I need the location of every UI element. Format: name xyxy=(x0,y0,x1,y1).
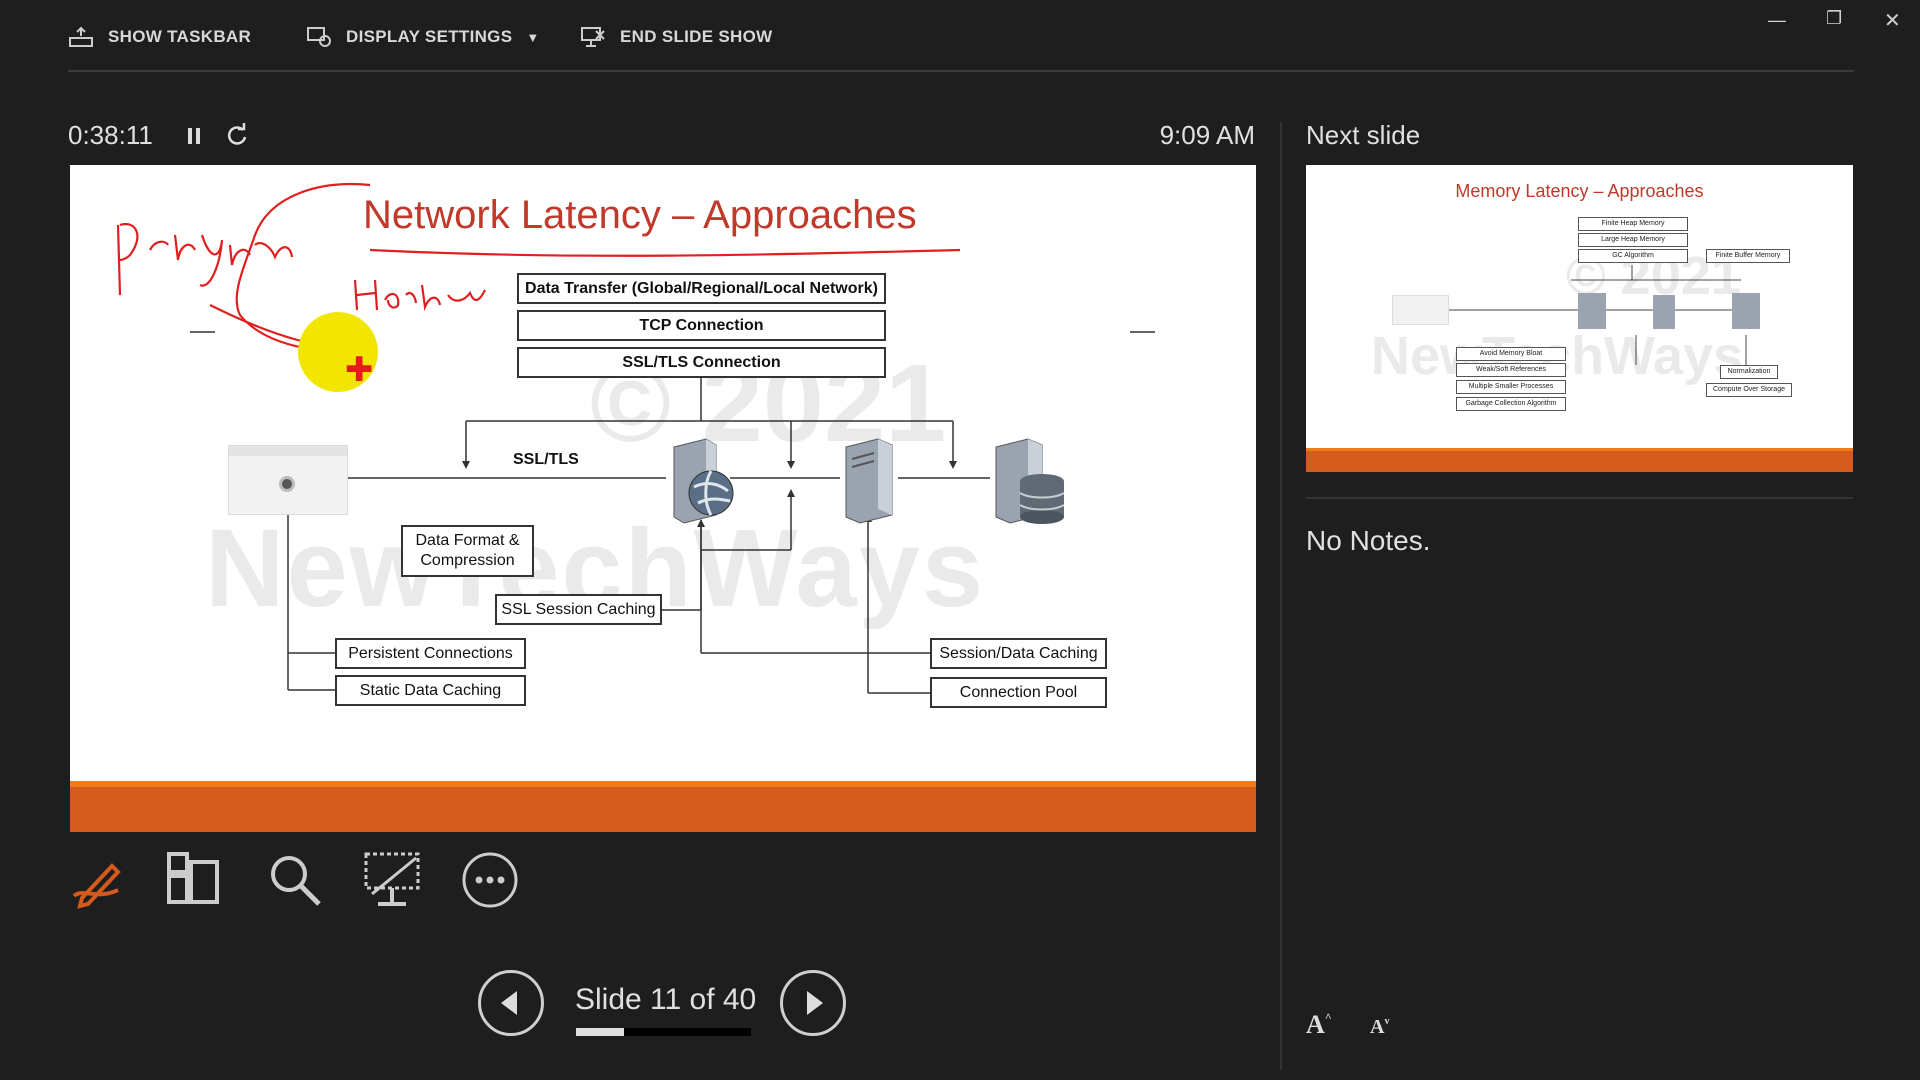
next-slide-button[interactable] xyxy=(780,970,846,1036)
previous-slide-button[interactable] xyxy=(478,970,544,1036)
show-taskbar-label: SHOW TASKBAR xyxy=(108,27,252,46)
next-box-gc-algorithm: GC Algorithm xyxy=(1578,249,1688,263)
pane-divider xyxy=(1280,122,1282,1070)
browser-client-image xyxy=(228,445,348,515)
ssl-tls-connection-box: SSL/TLS Connection xyxy=(517,347,886,378)
next-box-compute-over-storage: Compute Over Storage xyxy=(1706,383,1792,397)
slides-grid-icon xyxy=(167,852,219,904)
display-settings-button[interactable]: DISPLAY SETTINGS ▼ xyxy=(306,26,540,48)
slide-progress-track xyxy=(576,1028,751,1036)
show-taskbar-button[interactable]: SHOW TASKBAR xyxy=(68,26,251,48)
chevron-down-icon: ▼ xyxy=(526,29,540,45)
display-settings-label: DISPLAY SETTINGS xyxy=(346,27,513,46)
taskbar-icon xyxy=(69,26,93,47)
pen-icon xyxy=(72,863,121,909)
app-server-icon xyxy=(845,438,893,524)
restart-timer-button[interactable] xyxy=(222,121,252,151)
slide-title: Network Latency – Approaches xyxy=(363,193,917,237)
font-smaller-icon[interactable]: Av xyxy=(1370,1016,1390,1038)
cursor-cross-icon: ✚ xyxy=(345,351,374,389)
next-orange-bar xyxy=(1306,451,1853,472)
web-server-icon xyxy=(673,438,734,524)
see-all-slides-button[interactable] xyxy=(165,850,225,910)
pause-button[interactable] xyxy=(180,122,210,152)
next-slide-title: Memory Latency – Approaches xyxy=(1455,181,1704,201)
ssl-tls-label: SSL/TLS xyxy=(513,451,579,468)
close-button[interactable]: ✕ xyxy=(1884,10,1901,32)
more-icon xyxy=(462,852,518,908)
minimize-button[interactable]: — xyxy=(1768,10,1786,30)
elapsed-timer: 0:38:11 xyxy=(68,120,153,150)
clock: 9:09 AM xyxy=(1159,120,1255,150)
current-slide[interactable]: © 2021 NewTechWays Network Latency – App… xyxy=(70,165,1256,832)
display-settings-icon xyxy=(307,27,331,47)
next-browser-image xyxy=(1392,295,1449,325)
diagram-connectors xyxy=(116,183,1155,694)
end-slide-show-label: END SLIDE SHOW xyxy=(620,27,773,46)
restore-button[interactable]: ❐ xyxy=(1826,8,1843,28)
tcp-connection-box: TCP Connection xyxy=(517,310,886,341)
end-slide-show-button[interactable]: END SLIDE SHOW xyxy=(580,26,773,48)
next-box-finite-heap: Finite Heap Memory xyxy=(1578,217,1688,231)
next-box-gc-algo: Garbage Collection Algorithm xyxy=(1456,397,1566,411)
data-transfer-box: Data Transfer (Global/Regional/Local Net… xyxy=(517,273,886,304)
slide-orange-bar xyxy=(70,787,1256,832)
data-format-box: Data Format & Compression xyxy=(401,525,534,577)
slide-progress-fill xyxy=(576,1028,624,1036)
end-show-icon xyxy=(581,27,605,47)
pause-icon xyxy=(188,128,200,144)
next-slide-preview[interactable]: © 2021 NewTechWays Memory Latency – Appr… xyxy=(1306,165,1853,472)
slide-orange-line xyxy=(70,781,1256,787)
persistent-connections-box: Persistent Connections xyxy=(335,638,526,669)
browser-logo-icon xyxy=(279,476,295,492)
more-options-button[interactable] xyxy=(460,850,520,910)
connection-pool-box: Connection Pool xyxy=(930,677,1107,708)
next-box-avoid-bloat: Avoid Memory Bloat xyxy=(1456,347,1566,361)
black-screen-button[interactable] xyxy=(362,850,422,910)
next-web-server-icon xyxy=(1578,293,1606,329)
zoom-icon xyxy=(271,856,321,906)
pen-tool-button[interactable] xyxy=(68,850,128,910)
next-box-smaller-processes: Multiple Smaller Processes xyxy=(1456,380,1566,394)
laser-pointer xyxy=(298,312,378,392)
next-box-finite-buffer: Finite Buffer Memory xyxy=(1706,249,1790,263)
next-slide-heading: Next slide xyxy=(1306,120,1421,150)
ssl-session-caching-box: SSL Session Caching xyxy=(495,594,662,625)
notes-divider xyxy=(1306,497,1853,499)
database-server-icon xyxy=(995,438,1065,524)
next-orange-line xyxy=(1306,448,1853,451)
next-icon xyxy=(807,991,823,1015)
next-box-normalization: Normalization xyxy=(1720,365,1778,379)
prev-icon xyxy=(501,991,517,1015)
font-larger-icon[interactable]: A^ xyxy=(1306,1010,1332,1039)
zoom-button[interactable] xyxy=(265,850,325,910)
slide-counter: Slide 11 of 40 xyxy=(575,983,757,1016)
restart-icon xyxy=(227,123,247,145)
next-box-large-heap: Large Heap Memory xyxy=(1578,233,1688,247)
speaker-notes: No Notes. xyxy=(1306,525,1431,556)
toolbar-divider xyxy=(68,70,1854,72)
session-data-caching-box: Session/Data Caching xyxy=(930,638,1107,669)
next-app-server-icon xyxy=(1653,295,1675,329)
black-screen-icon xyxy=(364,852,420,906)
static-data-caching-box: Static Data Caching xyxy=(335,675,526,706)
next-db-server-icon xyxy=(1732,293,1760,329)
next-box-weak-refs: Weak/Soft References xyxy=(1456,363,1566,377)
